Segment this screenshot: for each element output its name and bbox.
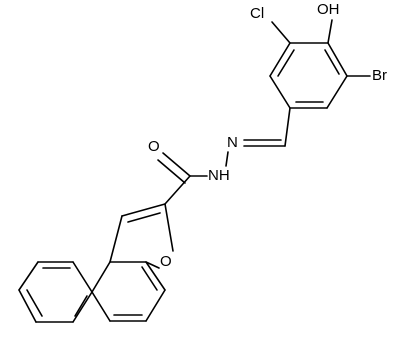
bond bbox=[327, 42, 348, 77]
chlorine-label: Cl bbox=[250, 5, 264, 22]
bond bbox=[18, 289, 37, 323]
amide-nh-label: NH bbox=[208, 167, 230, 184]
bond bbox=[164, 203, 174, 252]
hydroxyl-label: OH bbox=[317, 1, 340, 18]
bond bbox=[109, 215, 123, 263]
bonds bbox=[18, 19, 371, 323]
carbonyl-oxygen-label: O bbox=[148, 138, 160, 155]
bond bbox=[284, 107, 291, 147]
bond bbox=[145, 261, 160, 269]
bond bbox=[277, 49, 295, 77]
bond bbox=[162, 152, 191, 177]
bond bbox=[225, 151, 229, 167]
bond bbox=[327, 19, 333, 44]
bond bbox=[324, 49, 340, 75]
furan-oxygen-label: O bbox=[160, 253, 172, 270]
bond bbox=[326, 75, 348, 109]
bond bbox=[91, 261, 111, 293]
bond bbox=[72, 291, 93, 323]
bond bbox=[141, 266, 158, 291]
bond bbox=[127, 212, 161, 223]
bond bbox=[91, 291, 111, 322]
bond bbox=[74, 295, 88, 317]
bond bbox=[269, 75, 291, 109]
bond bbox=[164, 175, 191, 205]
bond bbox=[269, 42, 291, 77]
bond bbox=[157, 159, 186, 184]
bond bbox=[72, 261, 93, 293]
bond bbox=[271, 21, 291, 44]
bond bbox=[18, 261, 39, 291]
bond bbox=[121, 203, 166, 217]
atom-labels: Cl OH Br O N NH O bbox=[148, 1, 387, 270]
bond bbox=[145, 289, 166, 322]
bond bbox=[145, 261, 166, 291]
imine-nitrogen-label: N bbox=[227, 134, 238, 151]
bromine-label: Br bbox=[372, 67, 387, 84]
bond bbox=[26, 289, 43, 317]
